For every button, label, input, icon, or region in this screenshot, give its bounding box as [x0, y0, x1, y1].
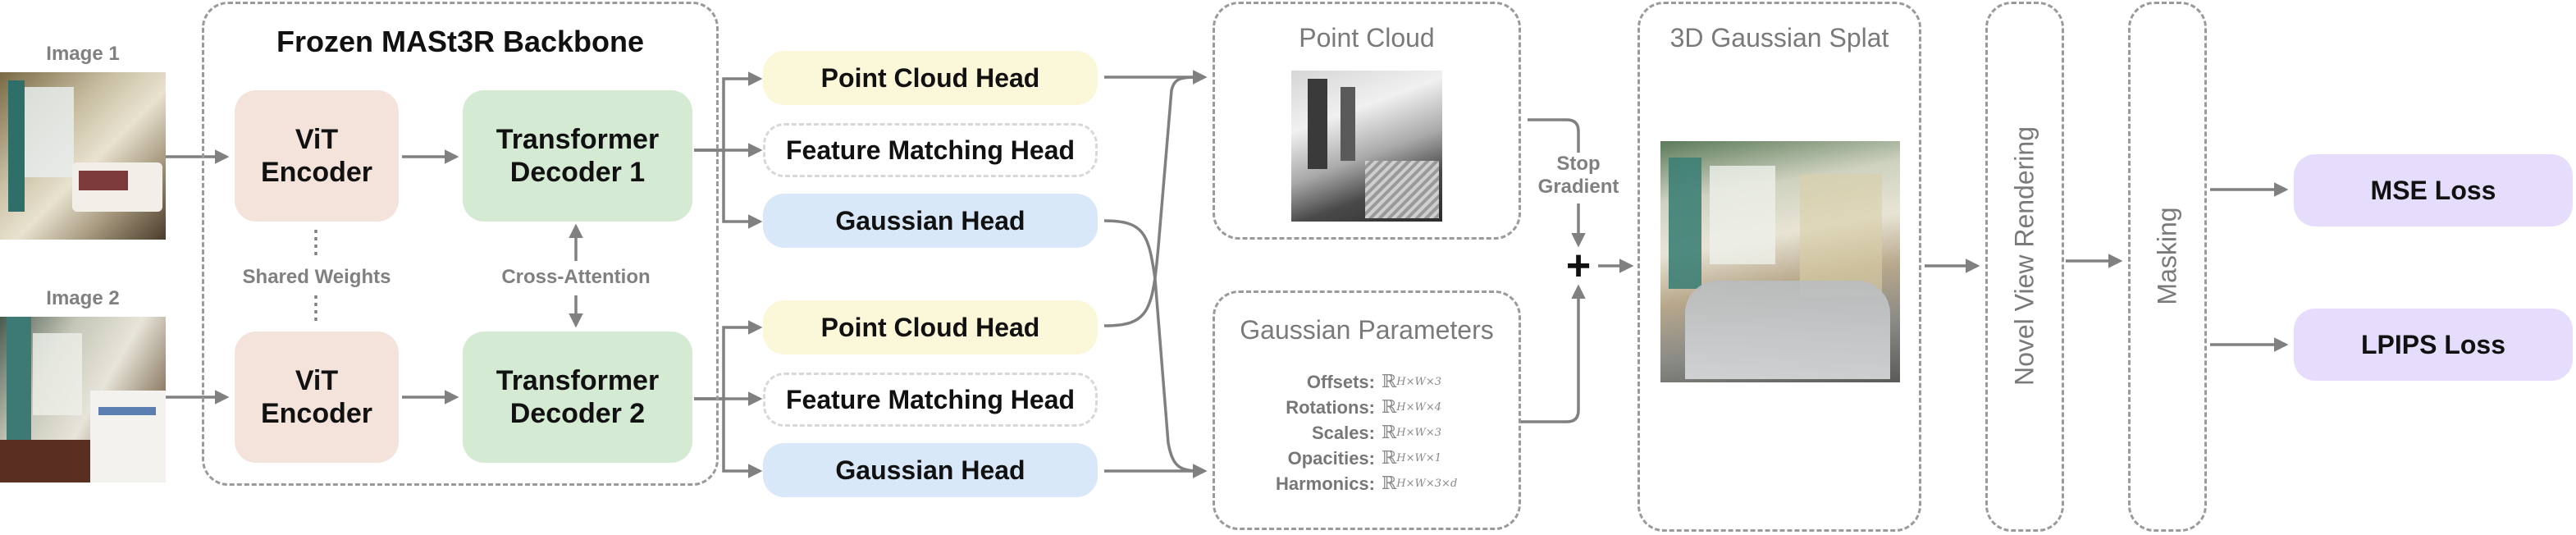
arrow-decoder1-gaussian [694, 149, 763, 229]
param-dims: H×W×3×d [1396, 478, 1458, 490]
feature-matching-head-2: Feature Matching Head [763, 373, 1098, 427]
masking-panel [2128, 2, 2207, 532]
point-cloud-head-1: Point Cloud Head [763, 51, 1098, 105]
image2-label: Image 2 [46, 287, 120, 309]
arrow-decoder2-gaussian [694, 397, 763, 478]
gaussian-parameters-title: Gaussian Parameters [1240, 315, 1494, 345]
vit-encoder-2: ViT Encoder [235, 332, 399, 463]
param-value: ℝ [1382, 473, 1397, 494]
param-label: Rotations: [1286, 396, 1375, 418]
lpips-loss-box: LPIPS Loss [2294, 309, 2573, 381]
masking-label: Masking [2152, 207, 2182, 305]
arrow-params-plus [1519, 284, 1586, 423]
param-label: Opacities: [1287, 447, 1375, 469]
backbone-title: Frozen MASt3R Backbone [276, 25, 645, 58]
input-image-1 [0, 72, 166, 240]
param-value: ℝ [1382, 397, 1397, 418]
gaussian-head-1: Gaussian Head [763, 194, 1098, 248]
transformer-decoder-1: Transformer Decoder 1 [463, 90, 692, 222]
param-dims: H×W×3 [1396, 376, 1442, 388]
novel-view-rendering-label: Novel View Rendering [2009, 126, 2039, 386]
param-label: Scales: [1311, 422, 1375, 443]
param-dims: H×W×1 [1396, 452, 1442, 464]
arrow-gh1-params [1103, 219, 1208, 478]
shared-weights-label: Shared Weights [242, 266, 391, 288]
point-cloud-title: Point Cloud [1299, 23, 1435, 53]
stop-gradient-label: Stop Gradient [1521, 153, 1636, 199]
novel-view-rendering-panel [1985, 2, 2064, 532]
backbone-container [202, 2, 719, 486]
gaussian-head-2: Gaussian Head [763, 443, 1098, 497]
gaussian-splat-panel [1637, 2, 1921, 532]
point-cloud-panel [1213, 2, 1521, 240]
param-value: ℝ [1382, 448, 1397, 469]
arrow-pointcloud-plus [1528, 118, 1580, 154]
feature-matching-head-1: Feature Matching Head [763, 123, 1098, 177]
gaussian-splat-title: 3D Gaussian Splat [1669, 23, 1889, 53]
point-cloud-image [1291, 71, 1442, 222]
plus-symbol: + [1565, 242, 1592, 290]
param-dims: H×W×3 [1396, 427, 1442, 439]
rendered-splat-image [1660, 141, 1900, 382]
param-value: ℝ [1382, 423, 1397, 443]
param-label: Harmonics: [1275, 473, 1375, 494]
vit-encoder-1: ViT Encoder [235, 90, 399, 222]
arrow-pc2-pointcloud [1103, 70, 1208, 327]
param-label: Offsets: [1306, 371, 1375, 392]
cross-attention-label: Cross-Attention [501, 266, 651, 288]
point-cloud-head-2: Point Cloud Head [763, 300, 1098, 354]
param-value: ℝ [1382, 372, 1397, 392]
mse-loss-box: MSE Loss [2294, 154, 2573, 226]
image1-label: Image 1 [46, 43, 120, 65]
param-dims: H×W×4 [1396, 401, 1442, 414]
gaussian-parameters-panel [1213, 290, 1521, 530]
transformer-decoder-2: Transformer Decoder 2 [463, 332, 692, 463]
input-image-2 [0, 317, 166, 482]
